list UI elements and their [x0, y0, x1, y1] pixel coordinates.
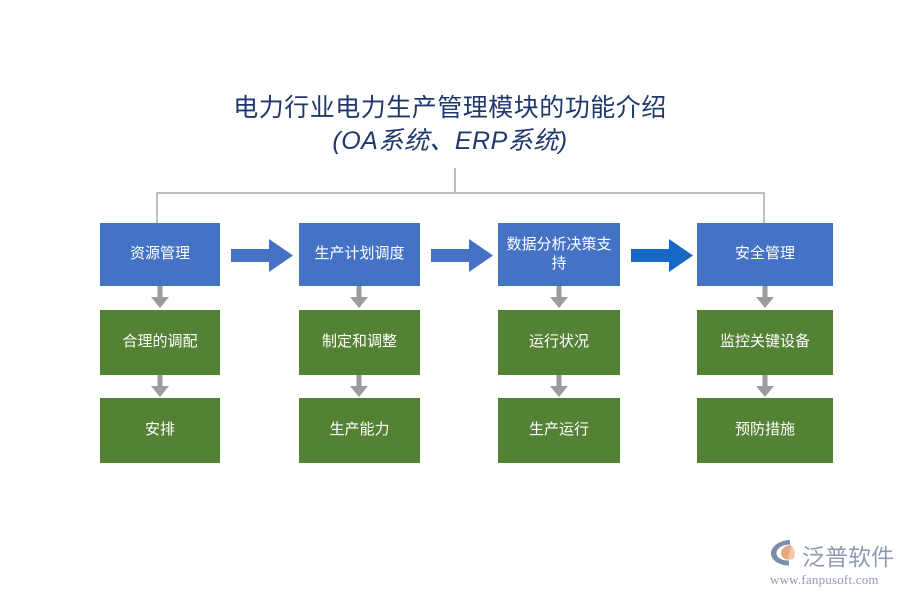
detail-node-label: 监控关键设备 — [719, 333, 810, 351]
down-arrow-safety-detail-1-to-2 — [752, 375, 778, 399]
process-node-data-analysis-decision-support[interactable]: 数据分析决策支持 — [498, 223, 620, 286]
detail-node-analysis-2[interactable]: 生产运行 — [498, 398, 620, 463]
detail-node-label: 合理的调配 — [122, 333, 198, 351]
detail-node-label: 预防措施 — [734, 421, 795, 439]
flow-arrow-1 — [231, 239, 294, 272]
process-node-production-plan-scheduling[interactable]: 生产计划调度 — [299, 223, 420, 286]
connector-drop-right — [763, 192, 765, 223]
fanpusoft-url: www.fanpusoft.com — [770, 572, 879, 587]
process-node-resource-management[interactable]: 资源管理 — [100, 223, 220, 286]
detail-node-label: 制定和调整 — [321, 333, 397, 351]
fanpusoft-logo: 泛普软件 www.fanpusoft.com — [770, 538, 894, 589]
process-node-label: 安全管理 — [734, 245, 795, 263]
title-line-primary: 电力行业电力生产管理模块的功能介绍 — [233, 94, 667, 122]
connector-horizontal-bus — [156, 192, 765, 194]
process-node-label: 资源管理 — [129, 245, 190, 263]
down-arrow-analysis-detail-1-to-2 — [546, 375, 572, 399]
down-arrow-plan-detail-1-to-2 — [346, 375, 372, 399]
down-arrow-analysis-to-detail-1 — [546, 286, 572, 310]
connector-title-stem — [454, 168, 456, 193]
detail-node-label: 运行状况 — [528, 333, 589, 351]
fanpusoft-logo-mark-icon — [770, 538, 800, 572]
down-arrow-resource-detail-1-to-2 — [147, 375, 173, 399]
process-node-label: 生产计划调度 — [314, 245, 405, 263]
page-title: 电力行业电力生产管理模块的功能介绍 (OA系统、ERP系统) — [0, 92, 900, 158]
fanpusoft-wordmark: 泛普软件 — [802, 544, 894, 570]
detail-node-label: 生产能力 — [329, 421, 390, 439]
flow-arrow-2 — [431, 239, 494, 272]
connector-drop-left — [156, 192, 158, 223]
flow-arrow-3 — [631, 239, 694, 272]
detail-node-plan-2[interactable]: 生产能力 — [299, 398, 420, 463]
detail-node-resource-2[interactable]: 安排 — [100, 398, 220, 463]
process-node-safety-management[interactable]: 安全管理 — [697, 223, 833, 286]
down-arrow-resource-to-detail-1 — [147, 286, 173, 310]
detail-node-plan-1[interactable]: 制定和调整 — [299, 310, 420, 375]
detail-node-resource-1[interactable]: 合理的调配 — [100, 310, 220, 375]
detail-node-analysis-1[interactable]: 运行状况 — [498, 310, 620, 375]
down-arrow-plan-to-detail-1 — [346, 286, 372, 310]
process-node-label: 数据分析决策支持 — [506, 236, 612, 272]
down-arrow-safety-to-detail-1 — [752, 286, 778, 310]
detail-node-safety-1[interactable]: 监控关键设备 — [697, 310, 833, 375]
title-line-secondary: (OA系统、ERP系统) — [332, 127, 568, 155]
detail-node-label: 生产运行 — [528, 421, 589, 439]
detail-node-safety-2[interactable]: 预防措施 — [697, 398, 833, 463]
detail-node-label: 安排 — [144, 421, 175, 439]
